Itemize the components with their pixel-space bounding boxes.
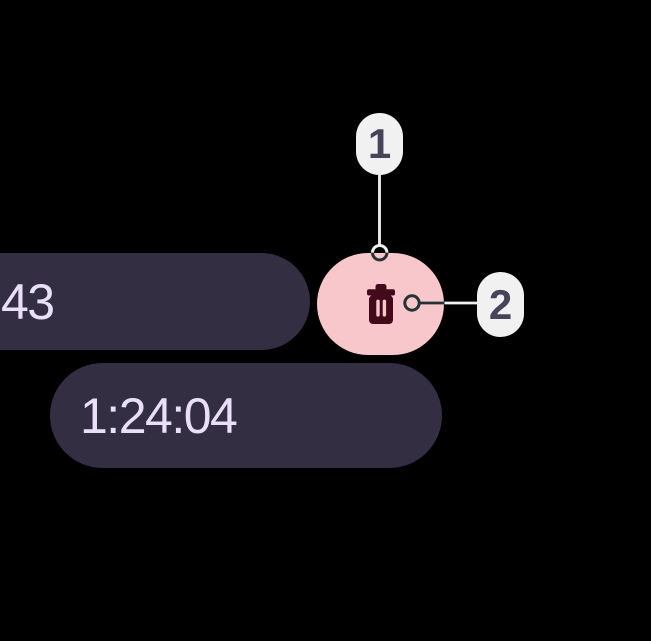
duration-value: 1:24:04 [80,387,238,444]
elapsed-time-value: 43 [1,273,55,330]
duration-chip: 1:24:04 [50,363,442,468]
trash-icon [366,284,395,324]
annotation-number-2: 2 [488,280,513,328]
trash-slat-right [382,299,386,317]
marker-circle-1-top [371,244,389,253]
annotation-badge-1: 1 [356,113,403,175]
delete-recording-button[interactable] [317,253,444,355]
trash-body [368,295,393,324]
trash-lid [366,289,395,296]
annotation-badge-2: 2 [477,272,524,337]
trash-slat-left [375,299,380,317]
annotation-number-1: 1 [367,120,392,167]
trash-handle [375,284,386,291]
elapsed-time-chip: 43 [0,253,310,350]
